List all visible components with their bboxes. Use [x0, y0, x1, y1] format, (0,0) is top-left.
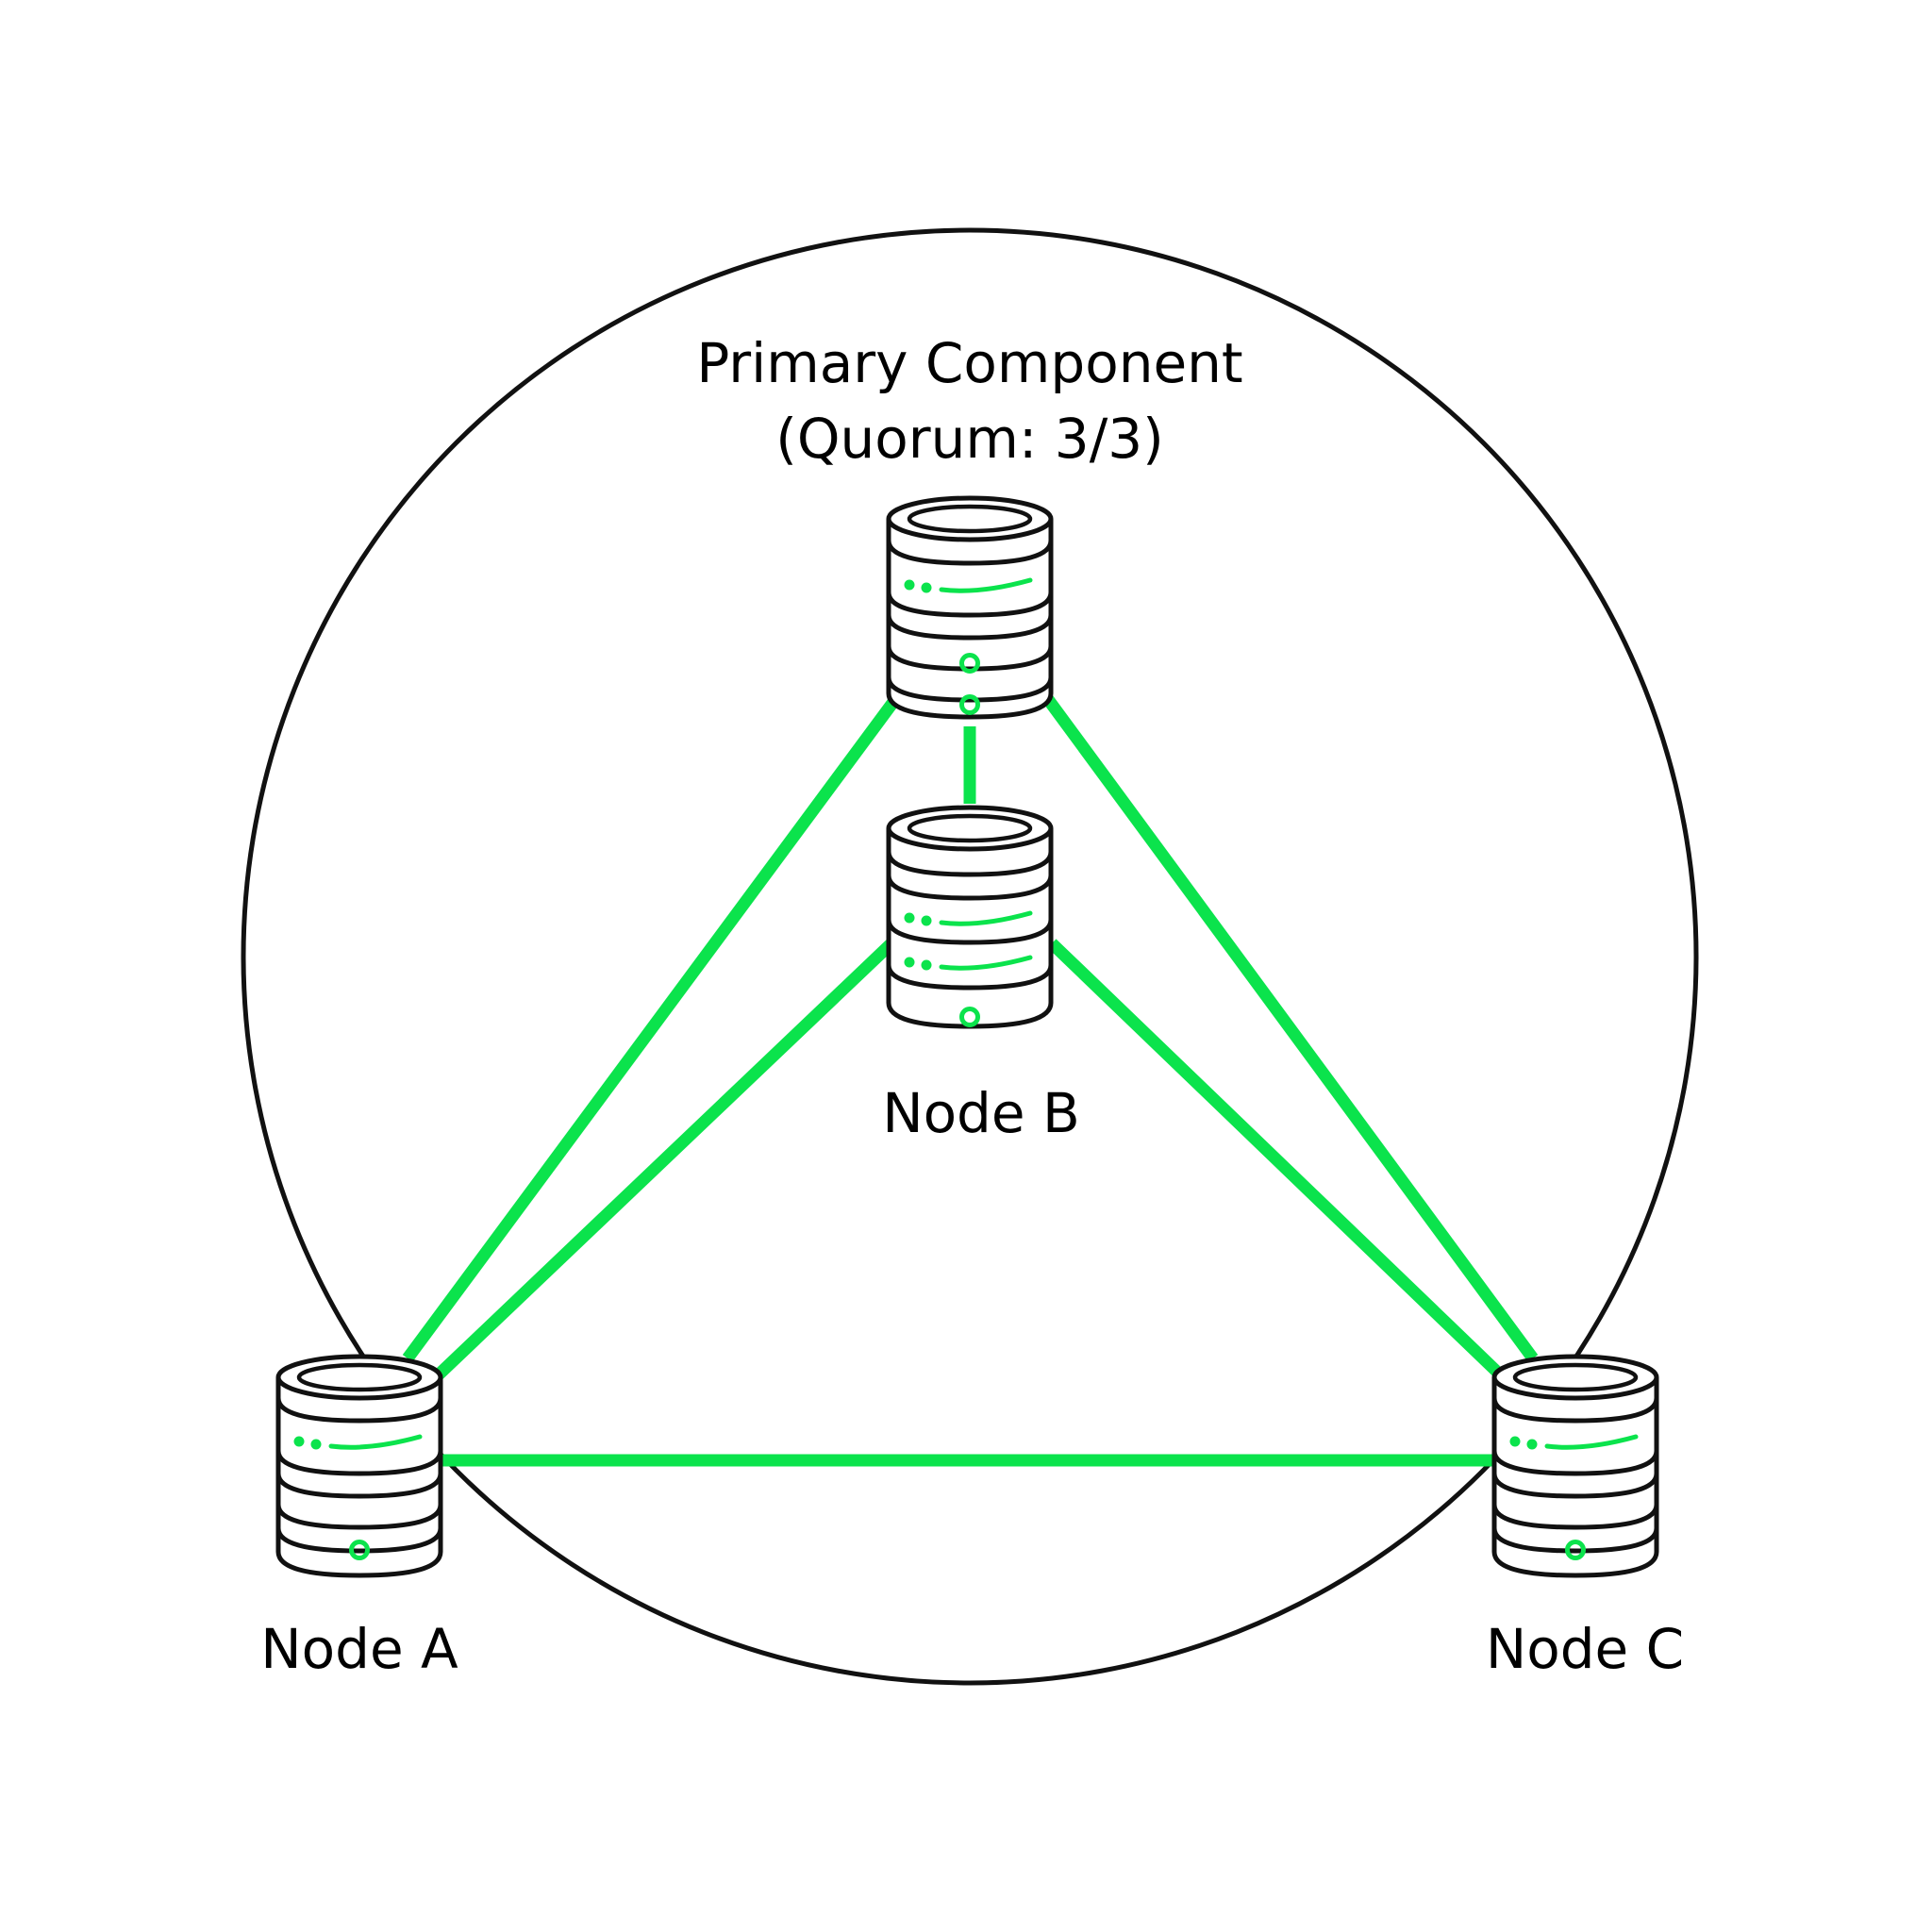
node-c-server-icon	[1494, 1357, 1657, 1575]
title-line-1: Primary Component	[696, 331, 1242, 395]
link-primary-node-a	[402, 694, 902, 1362]
links	[402, 694, 1539, 1467]
node-c-label: Node C	[1486, 1617, 1684, 1681]
node-b-label: Node B	[882, 1081, 1080, 1145]
cluster-boundary-circle	[241, 227, 1699, 1686]
link-node-b-node-a	[431, 939, 896, 1382]
link-primary-node-c	[1041, 694, 1539, 1362]
link-node-b-node-c	[1047, 939, 1507, 1382]
node-a-label: Node A	[260, 1617, 458, 1681]
primary-server-icon	[889, 498, 1051, 717]
node-b-server-icon	[889, 808, 1051, 1026]
title-line-2: (Quorum: 3/3)	[775, 407, 1164, 471]
node-a-server-icon	[278, 1357, 441, 1575]
